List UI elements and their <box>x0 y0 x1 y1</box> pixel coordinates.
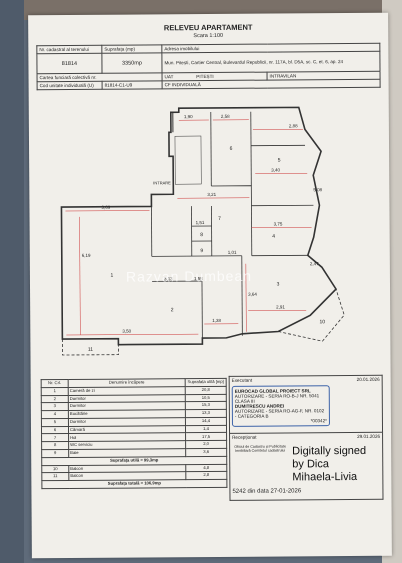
cf-label: CF INDIVIDUALĂ <box>162 79 381 89</box>
room-nr: 5 <box>41 418 69 427</box>
room-nr: 4 <box>41 410 69 419</box>
unit-value: 81814-C1-U9 <box>102 80 163 90</box>
uat-label: UAT <box>164 74 174 80</box>
dim-label: 3,50 <box>122 329 131 334</box>
room-number: 1 <box>111 273 114 279</box>
unit-label: Cod unitate individuală (U) <box>37 81 103 90</box>
dim-label: 3,21 <box>207 192 216 197</box>
dim-label: 2,91 <box>276 304 285 309</box>
dim-label: 3,40 <box>271 168 280 173</box>
dim-label: 2,47 <box>310 261 319 266</box>
dim-label: 6,19 <box>82 253 91 258</box>
dim-label: 1,58 <box>194 276 203 281</box>
room-nr: 11 <box>41 472 69 481</box>
dim-label: 1,38 <box>212 318 221 323</box>
dim-label: 3,64 <box>248 292 257 297</box>
document-scale: Scara 1:100 <box>193 32 224 40</box>
entrance-label: INTRARE <box>153 180 171 185</box>
room-nr: 9 <box>41 449 69 458</box>
room-number: 9 <box>200 248 203 254</box>
office-note: Oficiul de Cadastru și Publicitate Imobi… <box>234 444 286 453</box>
room-nr: 10 <box>41 465 69 474</box>
rooms-table: Nr. Crt. Denumire încăpere Suprafața uti… <box>41 378 228 489</box>
document-sheet: RELEVEU APARTAMENT Scara 1:100 Nr. cadas… <box>28 12 392 559</box>
room-number: 5 <box>278 158 281 164</box>
room-number: 2 <box>171 307 174 313</box>
dim-label: 3,13 <box>164 276 173 281</box>
total-surface: Suprafața totală = 106,9mp <box>41 479 227 489</box>
executant-cell: Executant 20.01.2026 EUROCAD GLOBAL PROI… <box>229 375 383 434</box>
address-value: Mun. Pitești, Cartier Central, Bulevardu… <box>161 51 381 73</box>
digital-signature: Digitally signed by Dica Mihaela-Livia <box>292 444 367 484</box>
surface-value: 3350mp <box>101 52 163 74</box>
executant-date: 20.01.2026 <box>356 376 380 382</box>
room-number: 3 <box>277 282 280 288</box>
room-number: 10 <box>319 319 325 325</box>
watermark: Razvan Dumbean <box>125 267 253 285</box>
reception-cell: Recepționat 29.01.2026 Oficiul de Cadast… <box>229 432 383 501</box>
room-nr: 6 <box>41 426 69 435</box>
room-nr: 8 <box>41 441 69 450</box>
room-number: 4 <box>272 234 275 240</box>
reception-number: 5242 din data 27-01-2026 <box>232 488 302 495</box>
executant-table: Executant 20.01.2026 EUROCAD GLOBAL PROI… <box>229 375 384 501</box>
stamp-number: *00342* <box>310 418 327 424</box>
uat-value: PITEȘTI <box>196 74 214 80</box>
room-number: 8 <box>200 232 203 238</box>
dim-label: 3,69 <box>101 205 110 210</box>
room-nr: 1 <box>41 387 69 396</box>
dim-label: 1,01 <box>228 250 237 255</box>
executant-stamp: EUROCAD GLOBAL PROIECT SRL AUTORIZARE - … <box>231 385 330 428</box>
floor-plan: 1,90 2,58 2,88 3,21 3,40 3,69 3,75 6,19 … <box>60 106 345 356</box>
room-number: 11 <box>88 347 93 353</box>
room-number: 7 <box>218 216 221 222</box>
reception-label: Recepționat <box>232 434 257 440</box>
rooms-header-nr: Nr. Crt. <box>41 379 69 388</box>
reception-date: 29.01.2026 <box>357 433 381 439</box>
room-nr: 3 <box>41 402 69 411</box>
room-number: 6 <box>230 146 233 152</box>
cadastral-value: 81814 <box>36 53 103 74</box>
info-table: Nr. cadastral al terenului Suprafața (mp… <box>36 43 381 91</box>
dim-label: 2,58 <box>221 114 230 119</box>
dim-label: 3,75 <box>274 221 283 226</box>
dim-label: 5,08 <box>313 187 322 192</box>
background-left <box>0 0 24 563</box>
executant-label: Executant <box>231 377 253 383</box>
dim-label: 1,51 <box>196 220 205 225</box>
room-nr: 7 <box>41 433 69 442</box>
dim-label: 1,90 <box>184 114 193 119</box>
dim-label: 2,88 <box>289 123 298 128</box>
room-nr: 2 <box>41 395 69 404</box>
